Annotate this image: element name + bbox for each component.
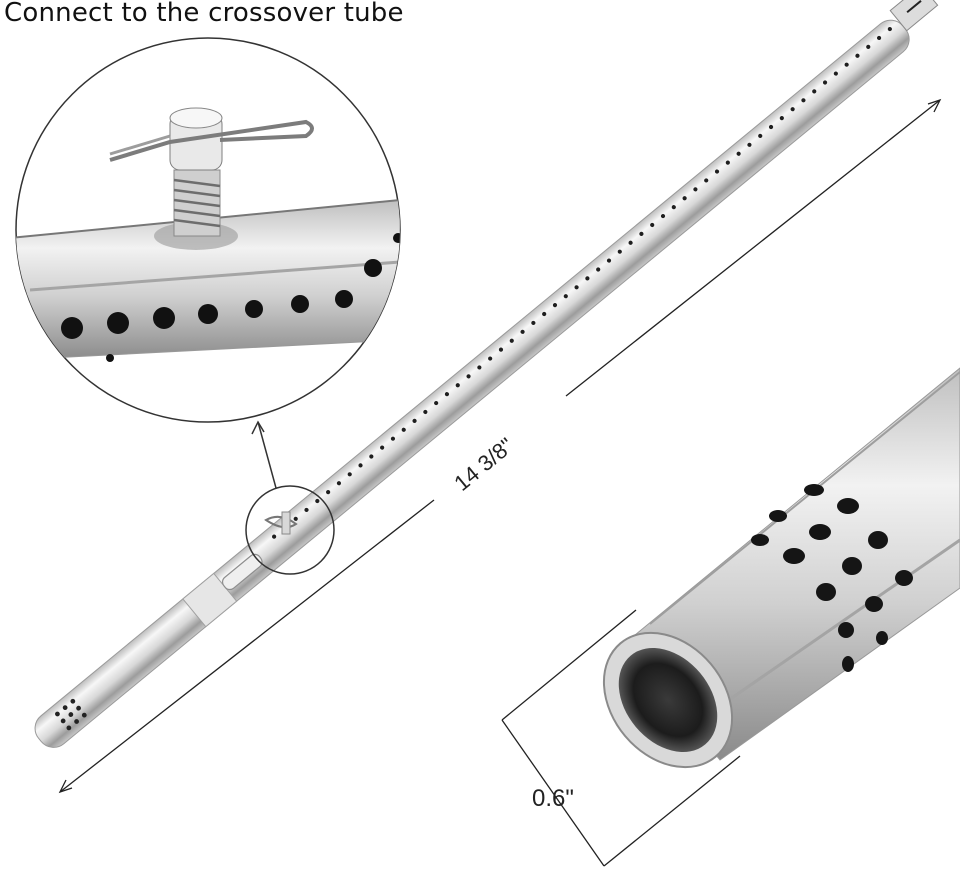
port-hole	[498, 347, 504, 352]
port-hole	[585, 276, 590, 281]
port-hole	[714, 169, 720, 174]
port-hole	[682, 196, 687, 201]
port-hole	[531, 320, 536, 326]
port-hole	[477, 365, 482, 370]
port-hole	[747, 142, 752, 147]
callout-arrow	[251, 420, 277, 489]
burner-tube	[34, 0, 939, 748]
port-hole	[768, 124, 774, 130]
diameter-label: 0.6"	[532, 785, 574, 812]
port-hole	[401, 427, 406, 432]
port-hole	[563, 294, 568, 299]
callout-circle	[245, 485, 335, 575]
port-hole	[412, 418, 417, 423]
tube-end-closeup	[602, 367, 960, 769]
port-hole	[466, 374, 471, 379]
port-hole	[790, 107, 795, 112]
port-hole	[671, 205, 676, 210]
port-hole	[347, 472, 352, 477]
port-hole	[693, 187, 698, 192]
port-hole	[812, 89, 817, 94]
port-hole	[876, 35, 882, 41]
port-hole	[617, 249, 622, 254]
port-hole	[736, 151, 741, 156]
port-hole	[844, 62, 849, 67]
port-hole	[552, 303, 558, 308]
port-hole	[725, 160, 730, 165]
port-hole	[455, 383, 460, 388]
port-hole	[520, 329, 525, 334]
length-label: 14 3/8"	[449, 433, 518, 496]
port-hole	[650, 222, 655, 228]
port-hole	[380, 445, 385, 450]
port-hole	[628, 240, 633, 245]
port-hole	[855, 53, 860, 58]
port-hole	[272, 534, 277, 539]
port-hole	[369, 454, 374, 459]
port-hole	[574, 285, 579, 290]
port-hole	[315, 498, 320, 504]
port-hole	[509, 338, 514, 343]
port-hole	[358, 463, 363, 468]
port-hole	[423, 409, 428, 415]
port-hole	[887, 26, 892, 32]
port-hole	[488, 356, 493, 361]
port-hole	[542, 311, 547, 317]
port-hole	[704, 178, 709, 183]
port-hole	[326, 490, 331, 495]
zoom-detail	[15, 37, 401, 423]
port-hole	[444, 392, 450, 397]
port-hole	[293, 516, 298, 521]
port-hole	[758, 133, 763, 139]
port-hole	[779, 116, 784, 121]
port-hole	[336, 481, 342, 486]
port-hole	[434, 400, 439, 406]
length-dimension	[58, 98, 942, 794]
port-hole	[822, 80, 828, 85]
port-hole	[390, 436, 396, 441]
port-hole	[866, 44, 871, 49]
clip-pin-small	[264, 511, 298, 535]
diameter-dimension	[501, 609, 741, 867]
port-hole	[639, 231, 644, 236]
port-hole	[606, 258, 612, 263]
port-hole	[304, 507, 309, 513]
page-title: Connect to the crossover tube	[4, 0, 404, 28]
port-hole	[801, 98, 806, 103]
port-hole	[833, 71, 838, 76]
port-hole	[596, 267, 601, 272]
port-hole	[660, 213, 666, 219]
